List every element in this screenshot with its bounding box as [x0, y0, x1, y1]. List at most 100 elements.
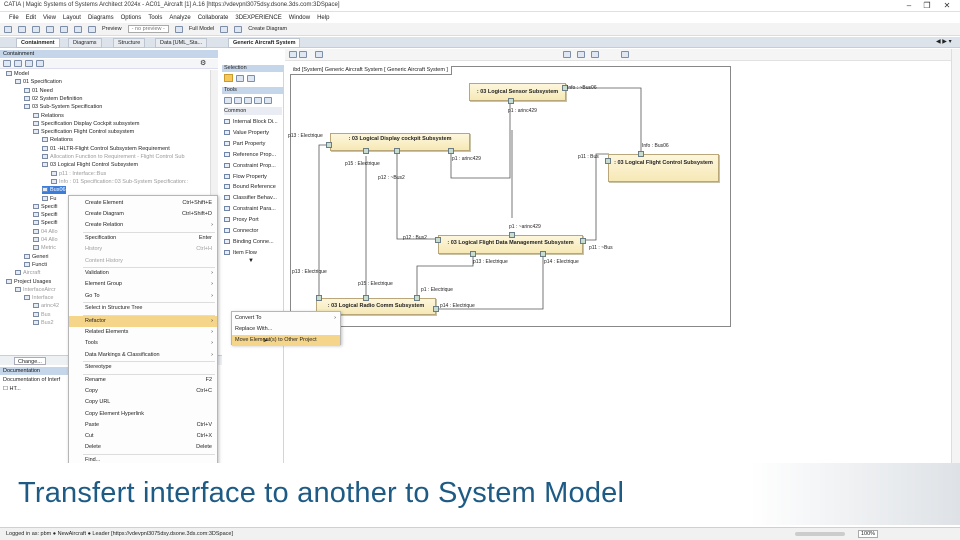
- tree-item[interactable]: Specifi: [33, 203, 58, 211]
- port-display-p13[interactable]: [326, 142, 332, 148]
- tree-item[interactable]: Relations: [42, 136, 73, 144]
- zoom-slider[interactable]: [795, 532, 845, 536]
- open-project-icon[interactable]: [18, 25, 26, 33]
- tab-nav-icon[interactable]: ◀ ▶ ▾: [936, 39, 952, 45]
- block-logical-sensor-subsystem[interactable]: : 03 Logical Sensor Subsystem: [469, 83, 566, 101]
- tree-item[interactable]: Fu: [42, 195, 56, 203]
- palette-item-item-flow[interactable]: Item Flow: [224, 248, 284, 258]
- preview-select[interactable]: - no preview -: [127, 25, 169, 33]
- new-project-icon[interactable]: [4, 25, 12, 33]
- text-tool-icon[interactable]: [224, 97, 232, 104]
- palette-item-value-property[interactable]: Value Property: [224, 128, 284, 138]
- palette-item-connector[interactable]: Connector: [224, 226, 284, 236]
- context-menu-create-relation[interactable]: Create Relation›: [69, 220, 217, 231]
- context-menu-select-in-structure-tree[interactable]: Select in Structure Tree: [69, 303, 217, 314]
- port-display-p15[interactable]: [363, 148, 369, 154]
- tree-item[interactable]: Interface: [24, 294, 53, 302]
- context-menu-data-markings-classification[interactable]: Data Markings & Classification›: [69, 350, 217, 361]
- tree-item[interactable]: InterfaceAircr: [15, 286, 56, 294]
- diagram-nav-forward-icon[interactable]: [299, 51, 307, 58]
- context-menu-validation[interactable]: Validation›: [69, 268, 217, 279]
- back-icon[interactable]: [74, 25, 82, 33]
- menu-collaborate[interactable]: Collaborate: [197, 14, 229, 21]
- full-model-button[interactable]: Full Model: [188, 26, 215, 32]
- search-icon[interactable]: [36, 60, 44, 67]
- tree-item[interactable]: Aircraft: [15, 269, 40, 277]
- save-icon[interactable]: [32, 25, 40, 33]
- marquee-tool-icon[interactable]: [247, 75, 255, 82]
- diagram-find-icon[interactable]: [621, 51, 629, 58]
- port-flightcontrol-p11[interactable]: [605, 158, 611, 164]
- block-logical-display-cockpit[interactable]: : 03 Logical Display cockpit Subsystem: [330, 133, 470, 151]
- menu-diagrams[interactable]: Diagrams: [87, 14, 114, 21]
- tree-item[interactable]: Bus2: [33, 319, 54, 327]
- tree-item[interactable]: 03 Logical Flight Control Subsystem: [42, 161, 138, 169]
- tree-item[interactable]: 01 -HLTR-Flight Control Subsystem Requir…: [42, 145, 170, 153]
- menu-tools[interactable]: Tools: [148, 14, 163, 21]
- image-tool-icon[interactable]: [264, 97, 272, 104]
- context-menu-stereotype[interactable]: Stereotype: [69, 362, 217, 373]
- palette-item-constraint-para[interactable]: Constraint Para...: [224, 204, 284, 214]
- tree-item[interactable]: 01 Specification: [15, 78, 62, 86]
- diagram-display-icon[interactable]: [577, 51, 585, 58]
- tree-item[interactable]: Relations: [33, 112, 64, 120]
- tab-structure[interactable]: Structure: [113, 38, 146, 48]
- tree-item[interactable]: Functi: [24, 261, 47, 269]
- gear-icon[interactable]: ⚙: [200, 60, 207, 67]
- tree-item[interactable]: Info : 01 Specification::03 Sub-System S…: [51, 178, 188, 186]
- undo-icon[interactable]: [46, 25, 54, 33]
- filter-icon[interactable]: [14, 60, 22, 67]
- redo-icon[interactable]: [60, 25, 68, 33]
- tree-item[interactable]: Specification Flight Control subsystem: [33, 128, 134, 136]
- canvas-scrollbar[interactable]: [951, 49, 960, 463]
- port-sensor-info[interactable]: [562, 85, 568, 91]
- context-menu-go-to[interactable]: Go To›: [69, 291, 217, 302]
- tree-item[interactable]: Model: [6, 70, 29, 78]
- diagram-nav-back-icon[interactable]: [289, 51, 297, 58]
- tree-item[interactable]: Specifi: [33, 211, 58, 219]
- palette-more-icon[interactable]: ▼: [248, 258, 254, 264]
- palette-item-proxy-port[interactable]: Proxy Port: [224, 215, 284, 225]
- menu-edit[interactable]: Edit: [25, 14, 37, 21]
- port-radio-p14[interactable]: [433, 306, 439, 312]
- menu-layout[interactable]: Layout: [62, 14, 81, 21]
- submenu-move-element-s-to-other-project[interactable]: Move Element(s) to Other Project: [232, 334, 340, 346]
- note-tool-icon[interactable]: [234, 97, 242, 104]
- zoom-tool-icon[interactable]: [236, 75, 244, 82]
- context-menu-related-elements[interactable]: Related Elements›: [69, 327, 217, 338]
- palette-item-part-property[interactable]: Part Property: [224, 139, 284, 149]
- tree-item[interactable]: Metric: [33, 244, 56, 252]
- port-radio-p13[interactable]: [316, 295, 322, 301]
- zoom-level[interactable]: 100%: [858, 530, 879, 538]
- tree-item[interactable]: Specification Display Cockpit subsystem: [33, 120, 139, 128]
- palette-item-internal-block-di[interactable]: Internal Block Di...: [224, 117, 284, 127]
- tree-item[interactable]: Specifi: [33, 219, 58, 227]
- change-button[interactable]: Change...: [14, 357, 46, 365]
- documentation-text[interactable]: Documentation of Interf: [3, 377, 61, 383]
- diagram-zoom-icon[interactable]: [591, 51, 599, 58]
- palette-item-binding-conne[interactable]: Binding Conne...: [224, 237, 284, 247]
- diagram-font-icon[interactable]: [315, 51, 323, 58]
- context-menu-copy-url[interactable]: Copy URL: [69, 397, 217, 408]
- palette-item-classifier-behav[interactable]: Classifier Behav...: [224, 193, 284, 203]
- port-datamgmt-p13[interactable]: [470, 251, 476, 257]
- block-logical-flight-control[interactable]: : 03 Logical Flight Control Subsystem: [608, 154, 719, 182]
- context-menu-tools[interactable]: Tools›: [69, 338, 217, 349]
- menu-window[interactable]: Window: [288, 14, 311, 21]
- port-datamgmt-p11[interactable]: [580, 238, 586, 244]
- tree-item[interactable]: p11 : Interface::Bus: [51, 170, 106, 178]
- block-logical-radio-comm[interactable]: : 03 Logical Radio Comm Subsystem: [316, 298, 436, 315]
- tree-item[interactable]: 04 Allo: [33, 228, 58, 236]
- layout-icon[interactable]: [220, 25, 229, 33]
- tree-item[interactable]: Bus: [33, 311, 50, 319]
- menu-file[interactable]: File: [9, 14, 19, 21]
- palette-item-bound-reference[interactable]: Bound Reference: [224, 182, 284, 192]
- tree-item[interactable]: Allocation Function to Requirement - Fli…: [42, 153, 185, 161]
- diagram-layout-icon[interactable]: [563, 51, 571, 58]
